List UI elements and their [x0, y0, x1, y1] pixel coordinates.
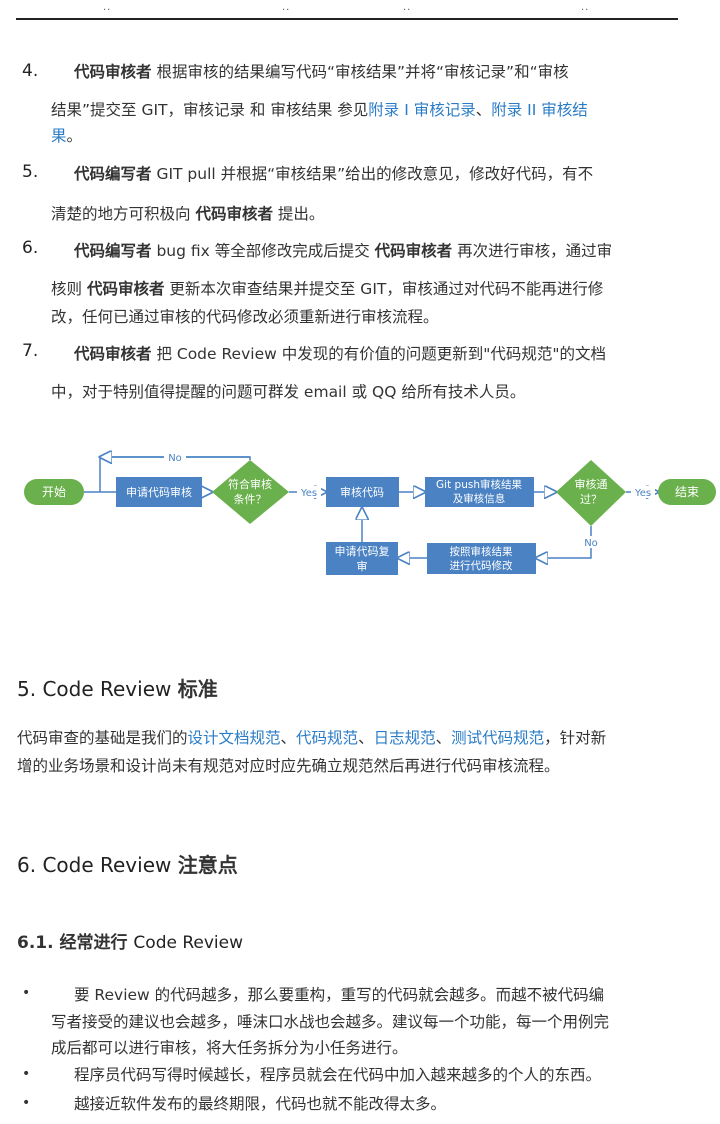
separator: 、	[475, 101, 492, 119]
flow-text-modify-2: 进行代码修改	[450, 559, 513, 572]
step-text: 核则	[51, 280, 87, 298]
separator: 、	[358, 729, 374, 747]
step-text: 结果”提交至 GIT，审核记录 和 审核结果 参见	[51, 101, 369, 119]
bullet-mark: •	[22, 1095, 31, 1111]
flow-text-end: 结束	[675, 485, 699, 499]
flow-apply-node: 申请代码审核	[116, 477, 202, 507]
step-number: 7.	[22, 341, 39, 361]
role-name: 代码审核者	[74, 63, 152, 81]
section-5-line: 代码审查的基础是我们的设计文档规范、代码规范、日志规范、测试代码规范，针对新	[17, 727, 606, 749]
flow-text-push-1: Git push审核结果	[436, 478, 522, 491]
link-test-code-spec[interactable]: 测试代码规范	[451, 729, 545, 747]
flow-text-reapply-1: 申请代码复	[335, 544, 390, 558]
step-line: 代码编写者 bug fix 等全部修改完成后提交 代码审核者 再次进行审核，通过…	[74, 240, 612, 262]
section-5-line: 增的业务场景和设计尚未有规范对应时应先确立规范然后再进行代码审核流程。	[17, 757, 560, 775]
flow-condition-node: 符合审核 条件？	[212, 460, 289, 524]
step-text: 提出。	[272, 205, 325, 223]
step-text: 把 Code Review 中发现的有价值的问题更新到"代码规范"的文档	[151, 345, 606, 363]
bullet-line: 写者接受的建议也会越多，唾沫口水战也会越多。建议每一个功能，每一个用例完	[51, 1013, 610, 1031]
flow-end-node: 结束	[658, 479, 716, 505]
header-mark: ..	[103, 2, 112, 13]
flow-label-no-bottom: No	[584, 538, 598, 549]
link-design-doc-spec[interactable]: 设计文档规范	[187, 729, 281, 747]
role-name: 代码审核者	[74, 345, 152, 363]
step-text: GIT pull 并根据“审核结果”给出的修改意见，修改好代码，有不	[151, 165, 594, 183]
link-log-spec[interactable]: 日志规范	[373, 729, 436, 747]
section-6-1-title: 6.1. 经常进行 Code Review	[17, 928, 243, 953]
appendix-link-result-cont[interactable]: 果	[51, 127, 67, 145]
flow-pass-node: 审核通 过？	[556, 460, 626, 526]
bullet-line: 程序员代码写得时候越长，程序员就会在代码中加入越来越多的个人的东西。	[74, 1066, 602, 1084]
flow-modify-node: 按照审核结果 进行代码修改	[427, 543, 536, 574]
bullet-mark: •	[22, 985, 31, 1001]
step-line: 代码编写者 GIT pull 并根据“审核结果”给出的修改意见，修改好代码，有不	[74, 163, 593, 185]
flow-review-node: 审核代码	[326, 477, 399, 507]
flow-text-pass-1: 审核通	[575, 477, 608, 491]
subsection-title-text: 6.1. 经常进行	[17, 933, 134, 953]
step-text: 根据审核的结果编写代码“审核结果”并将“审核记录”和“审核	[151, 63, 569, 81]
step-line: 代码审核者 把 Code Review 中发现的有价值的问题更新到"代码规范"的…	[74, 343, 606, 365]
flow-label-yes-2: Yes	[634, 488, 651, 499]
flow-text-pass-2: 过？	[580, 493, 602, 506]
bullet-line: 成后都可以进行审核，将大任务拆分为小任务进行。	[51, 1039, 408, 1057]
section-text: 代码审查的基础是我们的	[17, 729, 188, 747]
header-mark: ..	[282, 2, 291, 13]
appendix-link-result[interactable]: 附录 II 审核结	[491, 101, 588, 119]
separator: 、	[435, 729, 452, 747]
step-number: 5.	[22, 162, 39, 182]
link-code-spec[interactable]: 代码规范	[296, 729, 359, 747]
flow-label-no-top: No	[168, 453, 182, 464]
step-line: 核则 代码审核者 更新本次审查结果并提交至 GIT，审核通过对代码不能再进行修	[51, 278, 603, 300]
flow-text-condition-1: 符合审核	[228, 477, 272, 491]
section-5-title: 5. Code Review 标准	[17, 673, 218, 702]
section-title-cn: 注意点	[177, 853, 238, 877]
bullet-mark: •	[22, 1066, 31, 1082]
flow-text-apply: 申请代码审核	[126, 485, 192, 499]
role-name: 代码审核者	[86, 280, 165, 298]
bullet-line: 越接近软件发布的最终期限，代码也就不能改得太多。	[74, 1095, 447, 1113]
separator: 、	[280, 729, 297, 747]
role-name: 代码编写者	[74, 242, 152, 260]
flow-text-review: 审核代码	[340, 485, 384, 499]
section-title-text: 5. Code Review	[17, 677, 178, 701]
step-text: 再次进行审核，通过审	[452, 242, 613, 260]
step-line: 清楚的地方可积极向 代码审核者 提出。	[51, 203, 324, 225]
header-rule	[16, 18, 678, 20]
flow-text-reapply-2: 审	[357, 559, 368, 573]
flow-start-node: 开始	[24, 479, 84, 505]
flow-text-push-2: 及审核信息	[453, 492, 506, 505]
step-line: 果。	[51, 125, 82, 147]
step-text: bug fix 等全部修改完成后提交	[151, 242, 375, 260]
role-name: 代码审核者	[195, 205, 273, 223]
header-mark: ..	[581, 2, 590, 13]
review-flowchart: 开始 申请代码审核 符合审核 条件？ 审核代码 Git push审核结果 及审核…	[24, 430, 716, 575]
step-line: 结果”提交至 GIT，审核记录 和 审核结果 参见附录 I 审核记录、附录 II…	[51, 99, 588, 121]
step-text: 更新本次审查结果并提交至 GIT，审核通过对代码不能再进行修	[164, 280, 604, 298]
flow-edge-labels: No Yes Yes No	[164, 451, 655, 549]
flow-text-modify-1: 按照审核结果	[450, 545, 513, 558]
step-number: 4.	[22, 61, 39, 81]
subsection-title-text: Code Review	[133, 933, 244, 953]
step-line: 代码审核者 根据审核的结果编写代码“审核结果”并将“审核记录”和“审核	[74, 61, 569, 83]
step-text: 。	[66, 127, 83, 145]
step-number: 6.	[22, 238, 39, 258]
flow-label-yes-1: Yes	[300, 488, 317, 499]
step-text: 清楚的地方可积极向	[51, 205, 196, 223]
section-title-text: 6. Code Review	[17, 853, 178, 877]
step-line: 改，任何已通过审核的代码修改必须重新进行审核流程。	[51, 308, 439, 326]
flow-push-node: Git push审核结果 及审核信息	[425, 477, 534, 507]
bullet-line: 要 Review 的代码越多，那么要重构，重写的代码就会越多。而越不被代码编	[74, 986, 605, 1004]
section-6-title: 6. Code Review 注意点	[17, 849, 238, 878]
section-text: ，针对新	[544, 729, 607, 747]
flow-text-start: 开始	[42, 485, 66, 499]
appendix-link-record[interactable]: 附录 I 审核记录	[368, 101, 476, 119]
role-name: 代码审核者	[374, 242, 453, 260]
header-mark: ..	[403, 2, 412, 13]
flow-reapply-node: 申请代码复 审	[326, 542, 398, 575]
step-line: 中，对于特别值得提醒的问题可群发 email 或 QQ 给所有技术人员。	[51, 383, 526, 401]
role-name: 代码编写者	[74, 165, 152, 183]
section-title-cn: 标准	[177, 677, 218, 701]
flow-text-condition-2: 条件？	[234, 492, 267, 506]
